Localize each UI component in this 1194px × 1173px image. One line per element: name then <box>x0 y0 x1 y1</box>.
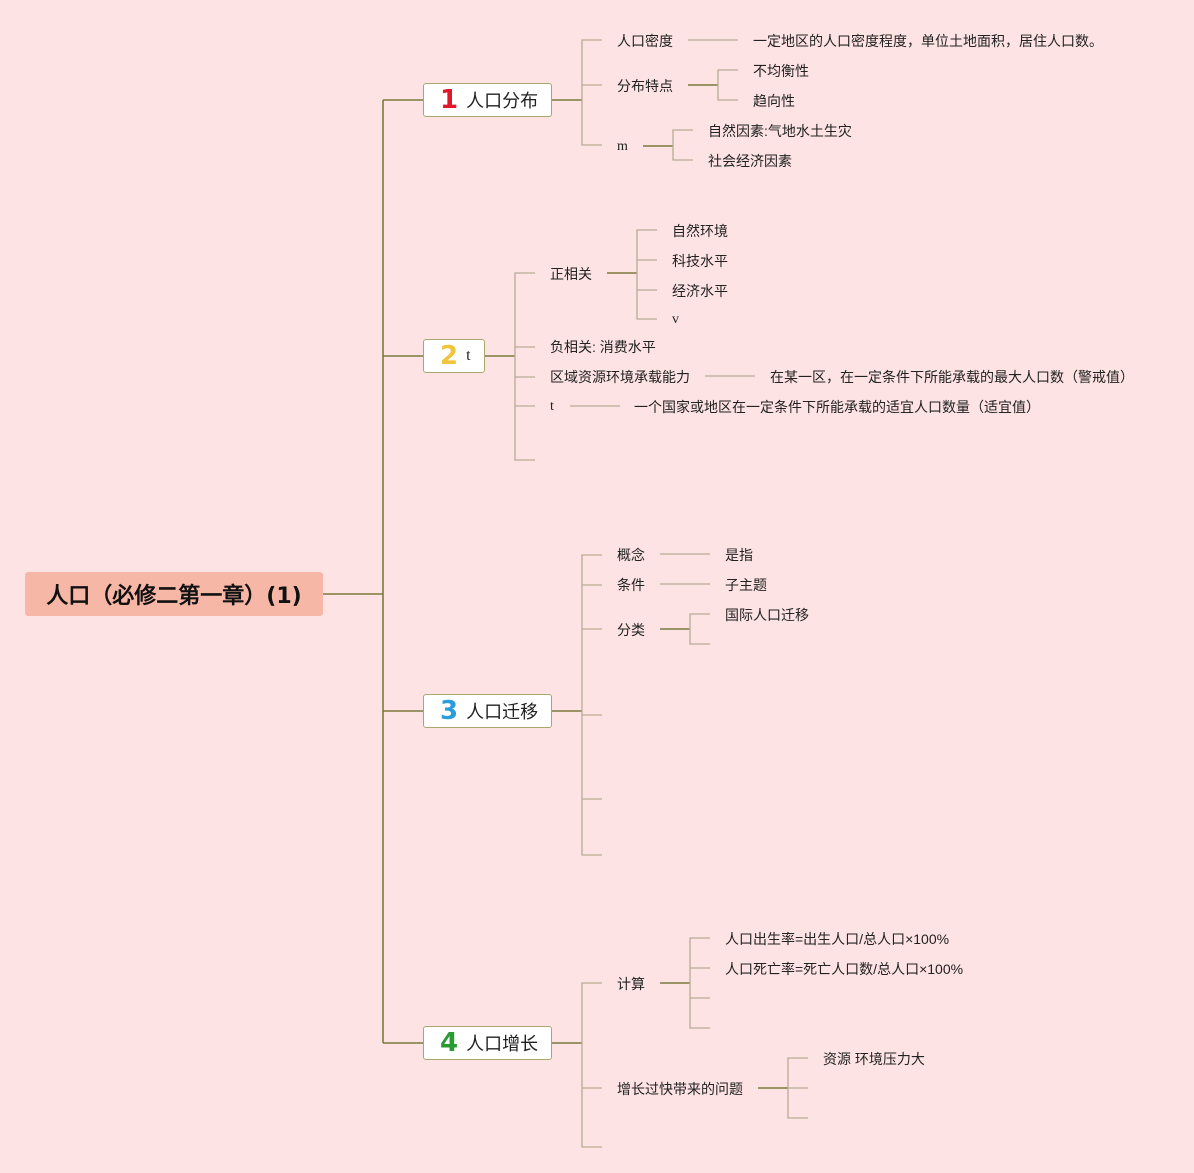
number-2-icon: 2 <box>440 341 459 371</box>
number-3-icon: 3 <box>440 696 459 726</box>
branch-title: 人口分布 <box>466 91 539 111</box>
topic-m[interactable]: m <box>617 139 628 154</box>
topic-condition-detail[interactable]: 子主题 <box>725 577 767 593</box>
topic-factor-item[interactable]: 社会经济因素 <box>708 153 792 169</box>
topic-capacity-detail[interactable]: 在某一区，在一定条件下所能承载的最大人口数（警戒值） <box>770 369 1134 385</box>
topic-positive-item[interactable]: 科技水平 <box>672 253 728 269</box>
topic-feature-item[interactable]: 不均衡性 <box>753 63 809 79</box>
topic-features[interactable]: 分布特点 <box>617 78 673 94</box>
topic-calc[interactable]: 计算 <box>617 976 645 992</box>
root-title: 人口（必修二第一章）(1) <box>46 584 302 609</box>
topic-capacity[interactable]: 区域资源环境承载能力 <box>550 369 690 385</box>
number-4-icon: 4 <box>440 1028 459 1058</box>
topic-concept-detail[interactable]: 是指 <box>725 547 753 563</box>
topic-type-item[interactable]: 国际人口迁移 <box>725 607 809 623</box>
branch-t[interactable]: 2 t <box>423 339 485 373</box>
topic-positive-item[interactable]: 自然环境 <box>672 223 728 239</box>
topic-density[interactable]: 人口密度 <box>617 33 673 49</box>
branch-migration[interactable]: 3 人口迁移 <box>423 694 552 728</box>
topic-t[interactable]: t <box>550 399 554 414</box>
topic-problems[interactable]: 增长过快带来的问题 <box>617 1081 743 1097</box>
branch-population-distribution[interactable]: 1 人口分布 <box>423 83 552 117</box>
branch-title: 人口迁移 <box>466 702 539 722</box>
topic-t-detail[interactable]: 一个国家或地区在一定条件下所能承载的适宜人口数量（适宜值） <box>634 399 1040 415</box>
branch-growth[interactable]: 4 人口增长 <box>423 1026 552 1060</box>
topic-positive-item[interactable]: v <box>672 312 679 327</box>
topic-positive-item[interactable]: 经济水平 <box>672 283 728 299</box>
topic-factor-item[interactable]: 自然因素:气地水土生灾 <box>708 123 852 139</box>
topic-condition[interactable]: 条件 <box>617 577 645 593</box>
topic-calc-item[interactable]: 人口死亡率=死亡人口数/总人口×100% <box>725 961 964 977</box>
topic-concept[interactable]: 概念 <box>617 547 645 563</box>
root-topic[interactable]: 人口（必修二第一章）(1) <box>25 572 323 616</box>
topic-density-detail[interactable]: 一定地区的人口密度程度，单位土地面积，居住人口数。 <box>753 33 1103 49</box>
number-1-icon: 1 <box>440 85 459 115</box>
branch-title: 人口增长 <box>466 1034 539 1054</box>
topic-problem-item[interactable]: 资源 环境压力大 <box>823 1051 925 1067</box>
topic-positive[interactable]: 正相关 <box>550 266 592 282</box>
topic-calc-item[interactable]: 人口出生率=出生人口/总人口×100% <box>725 931 950 947</box>
topic-feature-item[interactable]: 趋向性 <box>753 93 795 109</box>
topic-negative[interactable]: 负相关: 消费水平 <box>550 339 656 355</box>
branch-title: t <box>466 347 471 364</box>
topic-types[interactable]: 分类 <box>617 622 645 638</box>
